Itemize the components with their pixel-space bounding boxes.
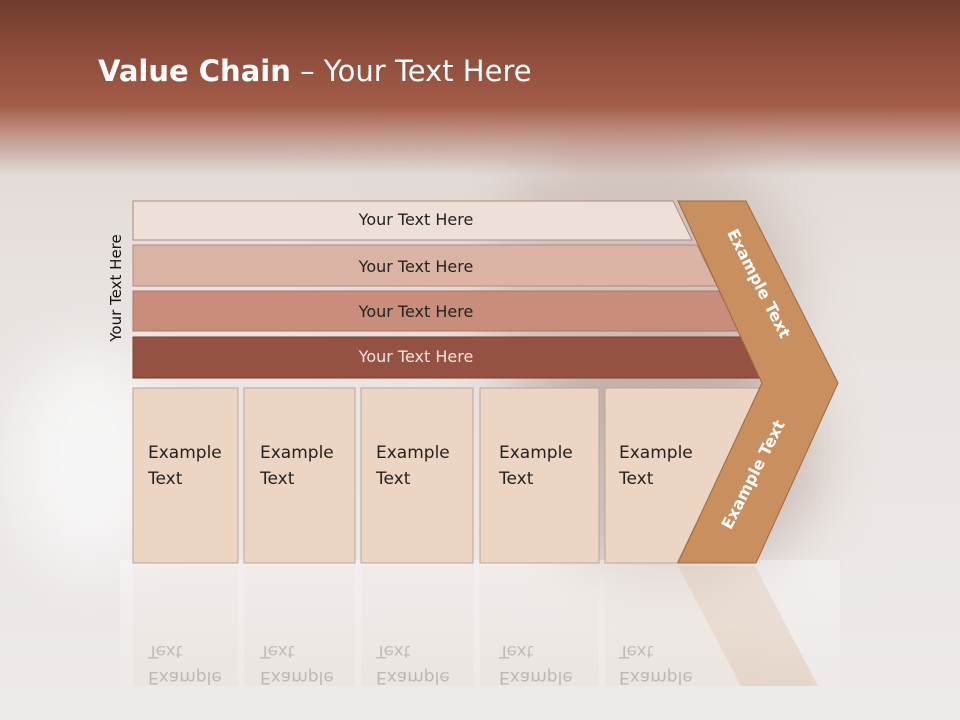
primary-column-4-label: Text — [498, 469, 534, 489]
slide-title-bold: Value Chain — [98, 54, 291, 88]
primary-column-5-label: Example — [619, 443, 693, 463]
primary-column-5 — [604, 387, 763, 564]
primary-column-4 — [479, 387, 600, 564]
primary-column-1 — [132, 387, 239, 564]
primary-column-5-label: Text — [618, 469, 654, 489]
reflection-fade — [120, 560, 840, 700]
support-bars: Your Text Here Your Text Here Your Text … — [132, 200, 764, 379]
support-bar-1 — [132, 200, 693, 241]
primary-column-3-label: Text — [375, 469, 411, 489]
support-bar-3-label: Your Text Here — [358, 302, 474, 321]
slide-title-rest: – Your Text Here — [290, 54, 532, 88]
support-bar-4-label: Your Text Here — [358, 347, 474, 366]
primary-columns: Example Text Example Text Example Text E… — [132, 387, 763, 564]
slide-title: Value Chain – Your Text Here — [98, 54, 532, 88]
primary-column-2-label: Example — [260, 443, 334, 463]
primary-column-3-label: Example — [376, 443, 450, 463]
primary-column-1-label: Text — [147, 469, 183, 489]
title-banner — [0, 0, 960, 175]
primary-column-4-label: Example — [499, 443, 573, 463]
margin-chevron: Example Text Example Text — [677, 200, 839, 564]
primary-column-2 — [243, 387, 356, 564]
primary-column-3 — [360, 387, 474, 564]
primary-column-1-label: Example — [148, 443, 222, 463]
margin-chevron-shape — [677, 200, 839, 564]
support-bar-2-label: Your Text Here — [358, 257, 474, 276]
support-bar-1-label: Your Text Here — [358, 210, 474, 229]
primary-column-2-label: Text — [259, 469, 295, 489]
